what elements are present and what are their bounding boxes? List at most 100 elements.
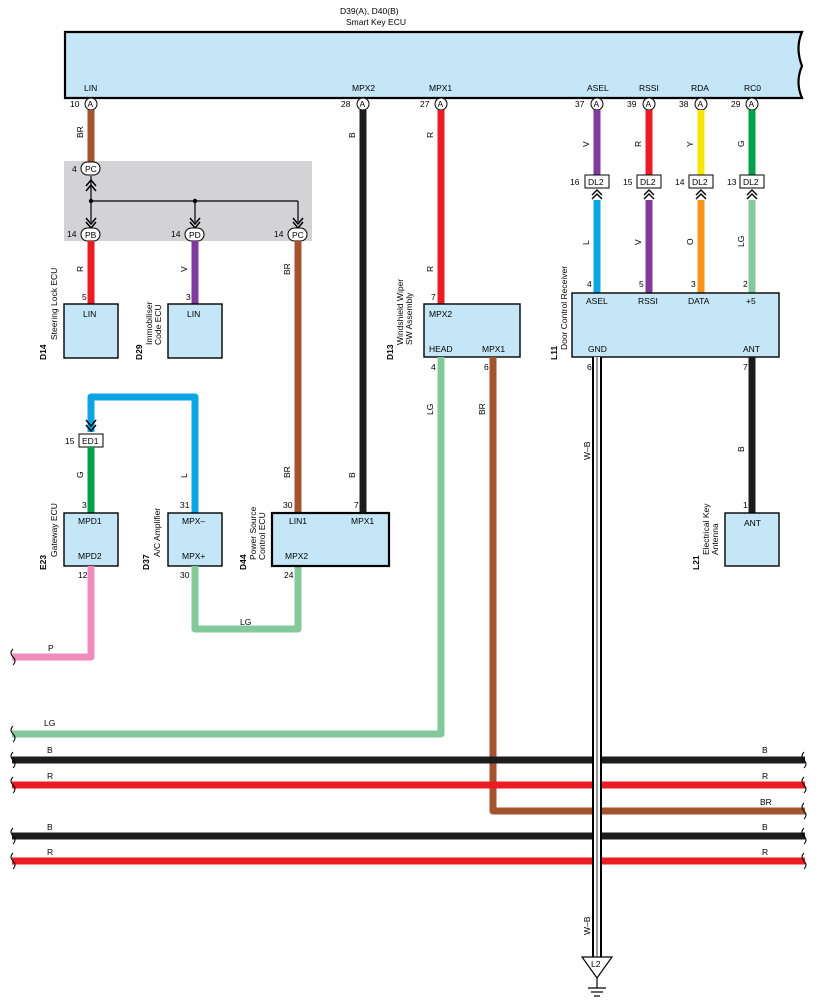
- pin-no: 15: [623, 177, 633, 187]
- component-name: Antenna: [710, 523, 720, 555]
- chevron-down-icon: [85, 419, 97, 433]
- component-id: E23: [38, 555, 48, 570]
- wiper-sw-box: [423, 303, 521, 358]
- pin-no: 31: [180, 500, 190, 510]
- bus-label: BR: [760, 797, 772, 807]
- component-name: Code ECU: [153, 304, 163, 345]
- pin-name-mpx2: MPX2: [352, 83, 375, 93]
- smart-key-ecu-name: Smart Key ECU: [346, 17, 406, 27]
- immobiliser-ecu-box: [167, 303, 223, 359]
- ground-icon: [588, 978, 606, 997]
- pin-no: 2: [743, 279, 748, 289]
- connector-a-label: A: [749, 99, 755, 109]
- smart-key-ecu-box: [63, 30, 804, 100]
- junction-pin-label: PC: [292, 230, 304, 240]
- dl2-label: DL2: [743, 177, 759, 187]
- pin-name: HEAD: [429, 344, 453, 354]
- pin-name-rc0: RC0: [744, 83, 761, 93]
- bus-label: R: [47, 847, 53, 857]
- connector-a-label: A: [646, 99, 652, 109]
- pin-name: +5: [746, 296, 756, 306]
- wire-p-gateway: [12, 566, 95, 661]
- component-id: L21: [691, 555, 701, 570]
- pin-name-lin: LIN: [84, 83, 97, 93]
- connector-a-label: A: [438, 99, 444, 109]
- wire-label: B: [736, 446, 746, 452]
- pin-no: 28: [341, 99, 351, 109]
- pin-name: MPX–: [182, 516, 205, 526]
- chevron-up-icon: [746, 189, 758, 200]
- pin-name: ANT: [744, 518, 761, 528]
- break-markers: [10, 648, 807, 870]
- component-id: D13: [385, 344, 395, 360]
- steering-lock-ecu-box: [63, 303, 119, 359]
- pin-no: 27: [420, 99, 430, 109]
- bus-label: B: [762, 745, 768, 755]
- component-id: L11: [549, 346, 559, 360]
- bus-label: LG: [44, 718, 55, 728]
- component-name: Door Control Receiver: [559, 266, 569, 350]
- wire-label: LG: [425, 404, 435, 415]
- key-antenna-box: [724, 512, 780, 567]
- pin-no: 4: [431, 362, 436, 372]
- pin-no: 30: [180, 570, 190, 580]
- bus-label: B: [47, 822, 53, 832]
- pin-no: 6: [587, 362, 592, 372]
- junction-pin-label: PD: [189, 230, 201, 240]
- pin-no: 10: [70, 99, 80, 109]
- pin-no: 13: [727, 177, 737, 187]
- wire-label: O: [685, 238, 695, 245]
- wire-label: LG: [240, 617, 251, 627]
- pin-no: 3: [186, 292, 191, 302]
- wire-label: B: [347, 472, 357, 478]
- pin-no: 14: [67, 229, 77, 239]
- component-name: SW Assembly: [404, 292, 414, 345]
- pin-name-mpx1: MPX1: [429, 83, 452, 93]
- pin-no: 4: [72, 164, 77, 174]
- bus-label: B: [762, 822, 768, 832]
- dl2-label: DL2: [588, 177, 604, 187]
- component-name: Control ECU: [257, 512, 267, 560]
- pin-name-asel: ASEL: [587, 83, 609, 93]
- wire-label: L: [581, 240, 591, 245]
- wire-label: R: [425, 132, 435, 138]
- wire-lg-ac-power: [191, 566, 302, 633]
- wire-br-wiper-mpx1: [489, 357, 805, 815]
- pin-no: 5: [639, 279, 644, 289]
- pin-no: 7: [431, 292, 436, 302]
- pin-name: MPX2: [429, 309, 452, 319]
- pin-no: 29: [731, 99, 741, 109]
- junction-pin-pc-in: [80, 161, 101, 176]
- wire-label: R: [425, 266, 435, 272]
- pin-name: MPD2: [78, 551, 102, 561]
- pin-name: LIN: [83, 309, 96, 319]
- junction-dots: [88, 198, 198, 204]
- pin-name: MPX+: [182, 551, 205, 561]
- component-name: A/C Amplifier: [152, 508, 162, 557]
- pin-name: MPX2: [285, 551, 308, 561]
- ac-amplifier-box: [167, 512, 223, 567]
- wire-label: LG: [736, 236, 746, 247]
- junction-pin-label: PC: [85, 164, 97, 174]
- smart-key-ecu-id: D39(A), D40(B): [340, 6, 399, 16]
- component-id: D29: [134, 344, 144, 360]
- wire-label: W–B: [582, 441, 592, 460]
- wire-label: L: [179, 473, 189, 478]
- connector-a-label: A: [698, 99, 704, 109]
- wire-label: B: [347, 132, 357, 138]
- door-control-receiver-box: [571, 292, 780, 358]
- component-id: D37: [141, 554, 151, 570]
- wire-label: R: [633, 141, 643, 147]
- pin-no: 1: [743, 500, 748, 510]
- pin-no: 16: [570, 177, 580, 187]
- wire-label: BR: [75, 126, 85, 138]
- pin-no: 12: [78, 570, 88, 580]
- wire-label: V: [633, 239, 643, 245]
- pin-name-rda: RDA: [691, 83, 709, 93]
- pin-no: 5: [82, 292, 87, 302]
- bus-label: R: [47, 771, 53, 781]
- dl2-box: [739, 174, 765, 189]
- wire-label: V: [581, 141, 591, 147]
- power-source-ecu-box: [270, 511, 391, 568]
